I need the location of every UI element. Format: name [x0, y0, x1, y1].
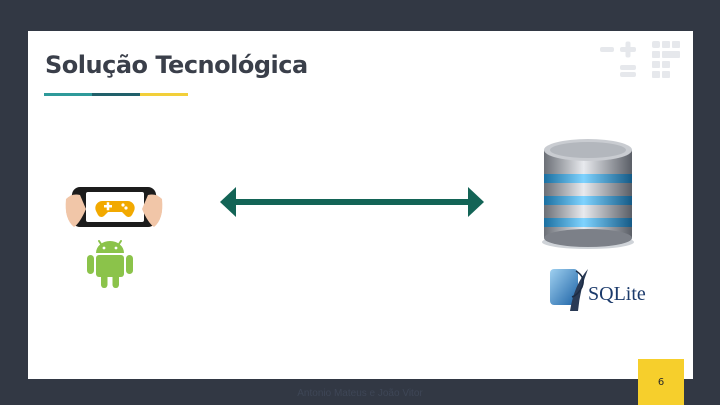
underline-segment-dark-teal [92, 93, 140, 96]
underline-segment-yellow [140, 93, 188, 96]
android-icon [87, 240, 133, 288]
sqlite-logo: SQLite [550, 269, 646, 311]
bidirectional-arrow-icon [220, 187, 484, 217]
sqlite-logo-text: SQLite [588, 283, 646, 305]
title-underline [44, 93, 188, 96]
page-number-badge: 6 [638, 359, 684, 405]
slide: Solução Tecnológica [28, 31, 693, 379]
phone-game-controller-icon [65, 187, 163, 227]
slide-title: Solução Tecnológica [45, 51, 308, 79]
database-icon [542, 139, 634, 249]
footer-text: Antonio Mateus e João Vitor [297, 388, 423, 399]
math-grid-icon [600, 41, 680, 78]
underline-segment-teal [44, 93, 92, 96]
